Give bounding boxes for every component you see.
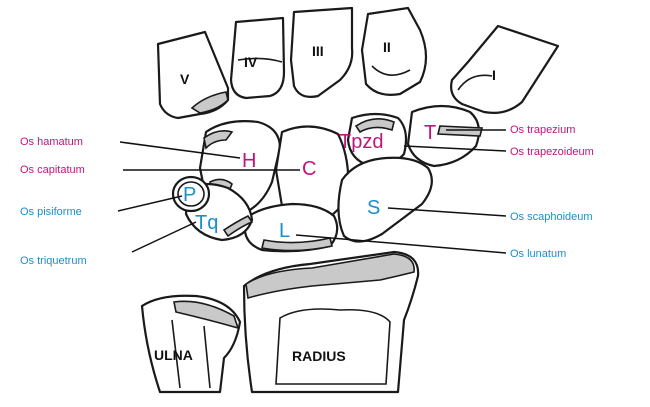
label-os-hamatum: Os hamatum xyxy=(20,136,83,148)
label-os-capitatum: Os capitatum xyxy=(20,164,85,176)
metacarpal-iii-label: III xyxy=(312,43,324,59)
ulna-label: ULNA xyxy=(154,347,193,363)
metacarpal-ii-label: II xyxy=(383,39,391,55)
label-os-trapezium: Os trapezium xyxy=(510,124,575,136)
metacarpal-iv: IV xyxy=(231,18,284,98)
metacarpal-ii: II xyxy=(362,8,426,95)
trapezoideum-letter: Tpzd xyxy=(339,131,383,153)
triquetrum-leader xyxy=(132,222,196,252)
label-os-triquetrum: Os triquetrum xyxy=(20,255,87,267)
os-trapezium xyxy=(408,106,482,166)
os-lunatum xyxy=(245,204,337,251)
label-os-pisiforme: Os pisiforme xyxy=(20,206,82,218)
pisiforme-leader xyxy=(118,196,182,211)
label-os-trapezoideum: Os trapezoideum xyxy=(510,146,594,158)
radius-label: RADIUS xyxy=(292,348,346,364)
metacarpal-v-label: V xyxy=(180,71,190,87)
trapezium-letter: T xyxy=(424,122,436,144)
label-os-scaphoideum: Os scaphoideum xyxy=(510,211,593,223)
pisiforme-letter: P xyxy=(183,184,196,206)
metacarpal-iv-label: IV xyxy=(244,54,258,70)
triquetrum-letter: Tq xyxy=(195,212,218,234)
metacarpal-iii: III xyxy=(291,8,352,97)
ulna-bone: ULNA xyxy=(142,296,240,392)
capitatum-letter: C xyxy=(302,158,316,180)
label-os-lunatum: Os lunatum xyxy=(510,248,566,260)
scaphoideum-letter: S xyxy=(367,197,380,219)
metacarpal-i: I xyxy=(451,26,558,113)
metacarpal-v: V xyxy=(158,32,228,118)
lunatum-letter: L xyxy=(279,220,290,242)
metacarpal-i-label: I xyxy=(492,67,496,83)
hamatum-letter: H xyxy=(242,150,256,172)
radius-bone: RADIUS xyxy=(244,252,418,392)
os-scaphoideum xyxy=(338,158,431,242)
